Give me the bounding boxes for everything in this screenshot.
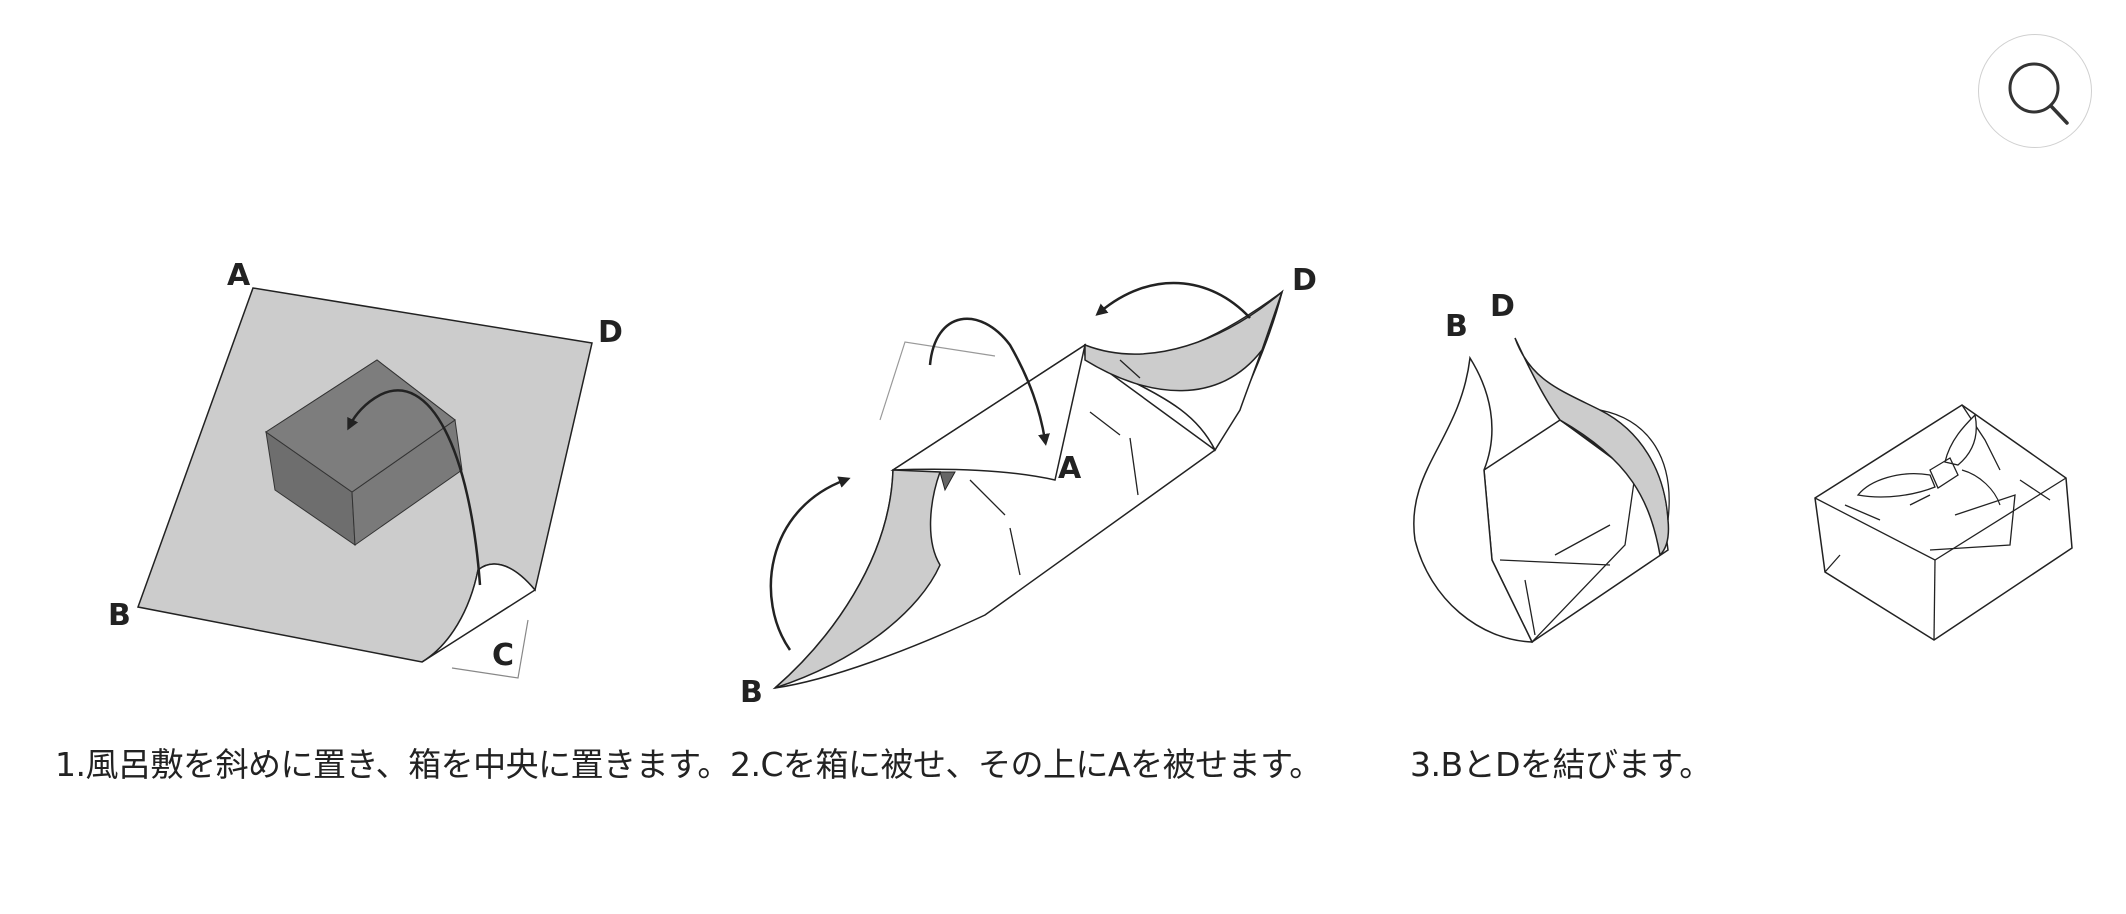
finished-bundle-illustration [1814, 404, 2073, 641]
step3-ear-b [1413, 355, 1534, 643]
step1-corner-c-fold [421, 563, 537, 663]
step1-label-b: B [108, 598, 131, 633]
bundle-bow [1856, 413, 1977, 498]
step3-illustration: B D [1413, 289, 1670, 644]
step2-arrow-d [1095, 281, 1251, 319]
step3-label-b: B [1445, 309, 1468, 344]
step1-label-c: C [492, 638, 514, 673]
step1-illustration: A B C D [108, 258, 623, 679]
step2-flap-b [774, 469, 942, 689]
step2-illustration: A B D [740, 263, 1317, 710]
step2-arrow-b [769, 476, 851, 651]
step3-caption: 3.BとDを結びます。 [1410, 745, 1712, 784]
step1-caption: 1.風呂敷を斜めに置き、箱を中央に置きます。 [55, 745, 730, 784]
step1-label-d: D [598, 315, 623, 350]
step2-label-b: B [740, 675, 763, 710]
step1-label-a: A [227, 258, 251, 293]
step2-caption: 2.Cを箱に被せ、その上にAを被せます。 [730, 745, 1322, 784]
step2-arrow-top [928, 317, 1050, 446]
search-button[interactable] [1978, 34, 2092, 148]
step2-label-a: A [1058, 451, 1082, 486]
step2-label-d: D [1292, 263, 1317, 298]
search-icon [2008, 62, 2069, 125]
step3-label-d: D [1490, 289, 1515, 324]
step1-arrow [347, 389, 482, 586]
step3-ear-d [1514, 337, 1670, 557]
